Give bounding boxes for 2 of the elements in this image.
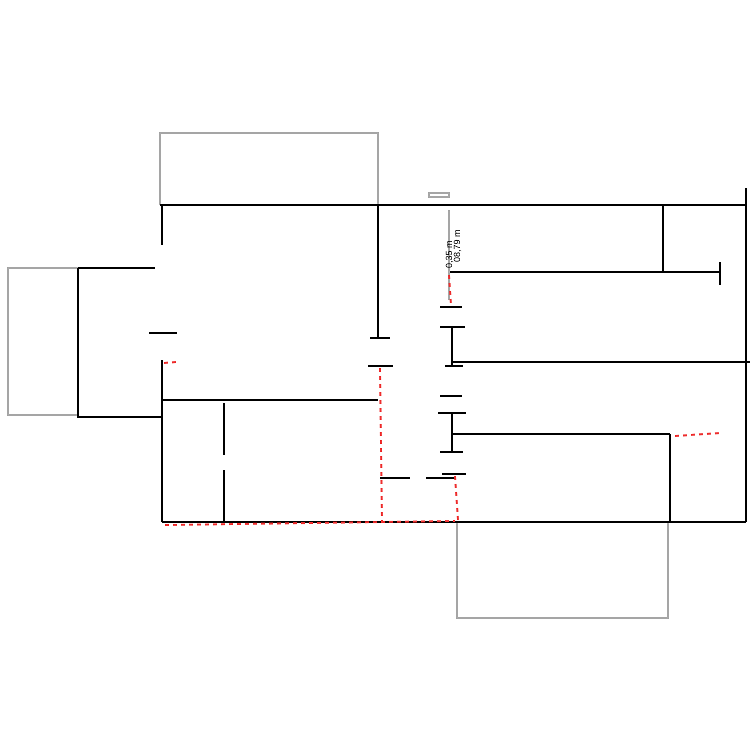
dimension-label: 08,79 m [452,229,462,262]
dimension-label: 0,35 m [444,240,454,268]
